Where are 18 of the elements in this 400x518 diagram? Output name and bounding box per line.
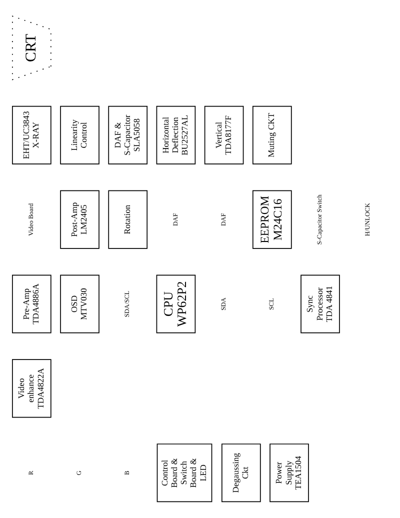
node-box: Post-Amp LM2405: [60, 190, 100, 249]
node-box: Rotation: [108, 190, 148, 249]
node-box: CPU WP62P2: [156, 274, 196, 334]
node-box: Video enhance TDA4822A: [12, 359, 52, 418]
node-box: Degaussing Ckt: [221, 444, 261, 502]
node-box: Pre-Amp TDA4886A: [12, 274, 52, 334]
node-box: EHT/UC3843 X-RAY: [12, 106, 52, 164]
node-box: CRT: [12, 16, 52, 80]
node-box: Vertical TDA8177F: [204, 106, 244, 164]
node-box: EEPROM M24C16: [252, 190, 292, 249]
node-box: Horizontal Deflection BU2527AL: [156, 106, 196, 164]
node-box: DAF & S-Capacitor SLA5058: [108, 106, 148, 164]
node-box: Power Supply TEA1504: [270, 444, 309, 502]
node-box: Muting CKT: [252, 106, 292, 164]
node-box: Sync Processor TDA 4841: [300, 274, 340, 334]
node-box: OSD MTV030: [60, 274, 100, 334]
node-box: Linearity Control: [60, 106, 100, 164]
node-box: Control Board & Switch Board & LED: [156, 444, 212, 502]
